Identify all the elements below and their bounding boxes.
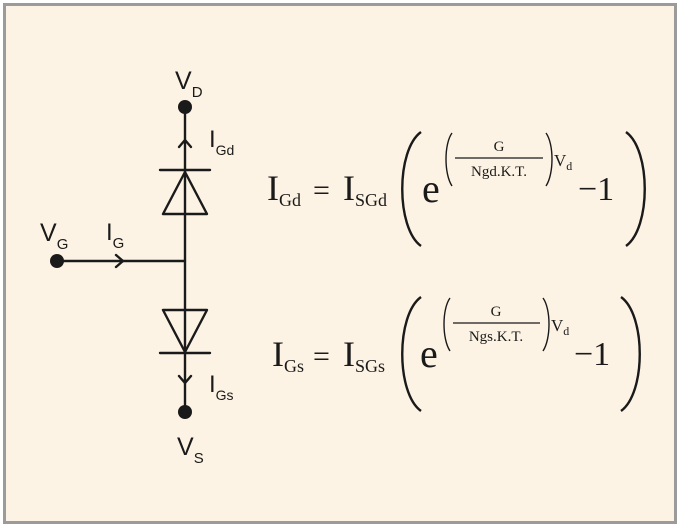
gd-current-arrow: [177, 138, 193, 149]
source-node-dot: [178, 405, 192, 419]
gd-current-label: IGd: [209, 126, 234, 158]
svg-text:IGs: IGs: [272, 334, 304, 376]
gs-current-label: IGs: [209, 371, 234, 403]
svg-text:Ngs.K.T.: Ngs.K.T.: [469, 329, 523, 345]
diagram-frame: [3, 3, 677, 524]
svg-text:=: =: [313, 174, 330, 207]
svg-text:Ngd.K.T.: Ngd.K.T.: [471, 164, 527, 180]
svg-text:G: G: [491, 304, 502, 320]
drain-node-dot: [178, 100, 192, 114]
gate-current-label: IG: [106, 219, 124, 252]
diode-gd: [158, 168, 212, 216]
svg-text:IGd: IGd: [267, 168, 301, 210]
svg-text:G: G: [494, 139, 505, 155]
svg-text:Vd: Vd: [551, 316, 569, 338]
svg-text:e: e: [420, 331, 438, 376]
gate-current-arrow: [114, 253, 125, 269]
equation-igd: IGd = ISGd e G Ngd.K.T. Vd −1: [267, 131, 646, 247]
svg-text:−1: −1: [574, 336, 610, 373]
svg-text:ISGs: ISGs: [343, 334, 385, 376]
gate-node-label: VG: [40, 219, 68, 253]
gate-node-dot: [50, 254, 64, 268]
drain-node-label: VD: [175, 67, 203, 101]
equation-igs: IGs = ISGs e G Ngs.K.T. Vd −1: [272, 296, 641, 412]
gs-current-arrow: [177, 374, 193, 385]
source-node-label: VS: [177, 433, 204, 467]
svg-text:Vd: Vd: [554, 151, 572, 173]
svg-text:ISGd: ISGd: [343, 168, 387, 210]
svg-text:e: e: [422, 166, 440, 211]
svg-text:−1: −1: [578, 171, 614, 208]
diode-gs: [158, 308, 212, 355]
svg-text:=: =: [313, 340, 330, 373]
